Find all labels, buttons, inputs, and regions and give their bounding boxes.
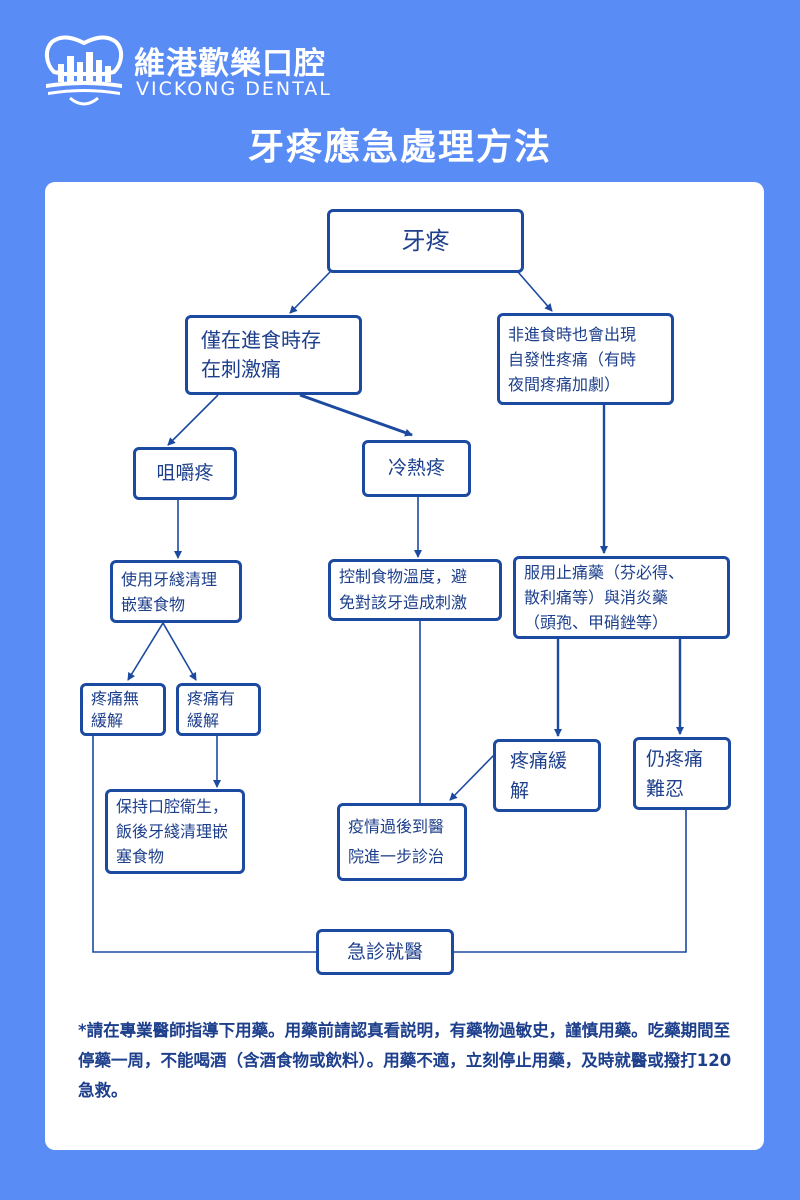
connector-root-to-stimulus bbox=[289, 271, 331, 314]
tooth-skyline-logo-icon bbox=[45, 35, 123, 106]
connector-root-to-spontaneous bbox=[517, 271, 553, 312]
node-no-relief: 疼痛無 緩解 bbox=[80, 683, 166, 736]
connector-no-relief-to-emergency bbox=[92, 736, 318, 953]
node-still-unbearable: 仍疼痛 難忍 bbox=[633, 737, 731, 810]
node-follow-up-visit: 疫情過後到醫 院進一步診治 bbox=[337, 803, 467, 881]
node-emergency-visit: 急診就醫 bbox=[316, 929, 454, 975]
node-toothache: 牙疼 bbox=[327, 209, 524, 273]
connector-floss-to-no-relief bbox=[127, 622, 164, 681]
node-chewing-pain: 咀嚼疼 bbox=[133, 447, 237, 500]
node-floss-food: 使用牙綫清理 嵌塞食物 bbox=[110, 560, 242, 623]
node-spontaneous-pain: 非進食時也會出現 自發性疼痛（有時 夜間疼痛加劇） bbox=[497, 313, 674, 405]
node-relief: 疼痛有 緩解 bbox=[176, 683, 261, 736]
connector-eased-to-follow-up bbox=[449, 754, 495, 801]
brand-logo: 維港歡樂口腔 VICKONG DENTAL bbox=[42, 34, 342, 114]
connector-unbearable-to-emergency bbox=[452, 810, 687, 953]
node-oral-hygiene: 保持口腔衛生， 飯後牙綫清理嵌 塞食物 bbox=[105, 789, 245, 874]
node-pain-eased: 疼痛緩 解 bbox=[493, 739, 601, 812]
node-take-painkillers: 服用止痛藥（芬必得、 散利痛等）與消炎藥 （頭孢、甲硝銼等） bbox=[513, 556, 730, 639]
connector-stimulus-to-chewing bbox=[167, 394, 219, 446]
node-control-temperature: 控制食物溫度，避 免對該牙造成刺激 bbox=[328, 559, 502, 621]
connector-floss-to-relief bbox=[162, 622, 197, 681]
brand-name-cn: 維港歡樂口腔 bbox=[134, 46, 326, 82]
medication-footnote: *請在專業醫師指導下用藥。用藥前請認真看説明，有藥物過敏史，謹慎用藥。吃藥期間至… bbox=[78, 1021, 732, 1100]
node-thermal-pain: 冷熱疼 bbox=[362, 440, 471, 497]
connector-stimulus-to-thermal bbox=[299, 393, 413, 437]
page-title: 牙疼應急處理方法 bbox=[247, 127, 552, 168]
node-stimulus-pain-only: 僅在進食時存 在刺激痛 bbox=[185, 315, 362, 395]
brand-name-en: VICKONG DENTAL bbox=[136, 78, 332, 100]
